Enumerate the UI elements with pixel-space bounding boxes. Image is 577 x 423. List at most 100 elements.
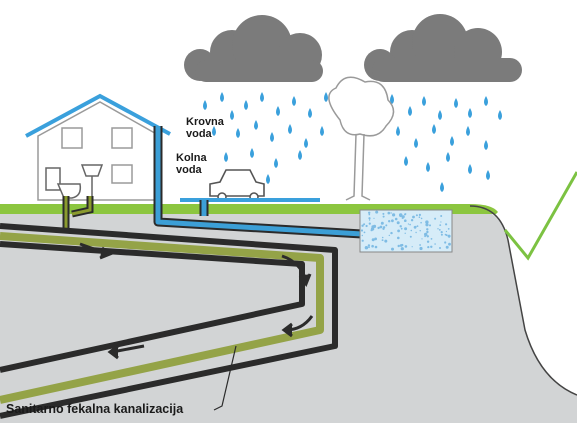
sink-icon xyxy=(80,164,104,196)
tank-gravel xyxy=(444,241,447,244)
tank-gravel xyxy=(430,238,433,240)
tank-gravel xyxy=(404,213,406,216)
tank-gravel xyxy=(380,221,384,225)
tank-gravel xyxy=(399,244,403,247)
raindrop-icon xyxy=(260,92,264,102)
tank-gravel xyxy=(445,245,449,249)
tank-gravel xyxy=(382,215,385,218)
tank-gravel xyxy=(409,223,411,226)
tank-gravel xyxy=(377,226,380,230)
tank-gravel xyxy=(371,238,375,242)
tank-gravel xyxy=(397,236,400,240)
tank-gravel xyxy=(368,217,371,220)
tank-gravel xyxy=(404,232,406,234)
tank-gravel xyxy=(368,211,371,214)
tank-gravel xyxy=(388,234,390,237)
tank-gravel xyxy=(439,247,441,249)
tank-gravel xyxy=(368,219,371,221)
sewer-label: Sanitarno fekalna kanalizacija xyxy=(6,402,184,416)
tank-gravel xyxy=(416,225,419,228)
tank-gravel xyxy=(440,221,442,223)
tank-gravel xyxy=(385,224,388,227)
tank-gravel xyxy=(363,231,366,234)
driveway-water-label: Kolna voda xyxy=(176,152,207,176)
tank-gravel xyxy=(425,223,429,227)
tank-gravel xyxy=(375,210,379,214)
tank-gravel xyxy=(381,226,383,228)
tank-gravel xyxy=(391,219,394,223)
tank-gravel xyxy=(397,244,400,248)
tank-gravel xyxy=(412,215,415,219)
tank-gravel xyxy=(426,240,430,243)
tank-gravel xyxy=(372,224,377,228)
tank-gravel xyxy=(363,223,366,226)
tank-gravel xyxy=(439,224,442,227)
raindrop-icon xyxy=(254,120,258,130)
tank-gravel xyxy=(404,219,407,222)
raindrop-icon xyxy=(266,174,270,184)
tank-gravel xyxy=(392,213,396,217)
tank-gravel xyxy=(440,231,443,234)
raindrop-icon xyxy=(438,110,442,120)
tank-gravel xyxy=(424,232,428,237)
tank-gravel xyxy=(415,231,417,234)
tank-gravel xyxy=(426,228,429,231)
raindrop-icon xyxy=(484,140,488,150)
raindrop-icon xyxy=(454,98,458,108)
tank-gravel xyxy=(419,244,421,246)
tank-gravel xyxy=(415,225,417,228)
raindrop-icon xyxy=(498,110,502,120)
tank-gravel xyxy=(399,213,403,217)
hill-outline xyxy=(469,205,577,396)
tank-gravel xyxy=(410,219,414,222)
roof-water-label: Krovna voda xyxy=(186,116,224,140)
tank-gravel xyxy=(368,213,371,216)
tank-gravel xyxy=(427,246,430,249)
tank-gravel xyxy=(447,228,450,230)
tank-gravel xyxy=(364,246,369,250)
tank-gravel xyxy=(410,229,413,232)
raindrop-icon xyxy=(308,108,312,118)
infiltration-tank xyxy=(359,209,453,253)
raindrop-icon xyxy=(270,132,274,142)
raindrop-icon xyxy=(292,96,296,106)
raindrop-icon xyxy=(288,124,292,134)
tank-gravel xyxy=(388,220,391,223)
tank-gravel xyxy=(381,239,384,242)
tank-gravel xyxy=(445,230,447,233)
tank-gravel xyxy=(437,228,439,230)
tank-gravel xyxy=(420,221,422,224)
raindrop-icon xyxy=(486,170,490,180)
tank-gravel xyxy=(397,229,400,233)
raindrop-icon xyxy=(484,96,488,106)
tank-gravel xyxy=(370,229,373,232)
raindrop-icon xyxy=(304,138,308,148)
raindrop-icon xyxy=(450,136,454,146)
raindrop-icon xyxy=(432,124,436,134)
tank-gravel xyxy=(399,225,402,228)
tank-gravel xyxy=(426,235,429,238)
raindrop-icon xyxy=(230,110,234,120)
check-mark-icon xyxy=(503,171,577,261)
tank-gravel xyxy=(426,230,429,234)
cloud-icon xyxy=(364,14,522,82)
raindrop-icon xyxy=(203,100,207,110)
tank-gravel xyxy=(401,216,404,219)
tank-gravel xyxy=(374,245,378,249)
tank-gravel xyxy=(425,220,429,224)
tank-gravel xyxy=(390,231,393,235)
raindrop-icon xyxy=(298,150,302,160)
tank-gravel xyxy=(418,213,421,216)
tank-gravel xyxy=(373,217,375,219)
raindrop-icon xyxy=(408,106,412,116)
tank-gravel xyxy=(390,212,392,214)
flow-arrow-icon xyxy=(79,242,314,360)
raindrop-icon xyxy=(244,100,248,110)
raindrop-icon xyxy=(468,164,472,174)
tank-gravel xyxy=(365,224,368,228)
tank-gravel xyxy=(420,217,423,220)
tank-gravel xyxy=(419,230,421,232)
tank-gravel xyxy=(409,235,412,238)
tank-gravel xyxy=(438,229,441,231)
